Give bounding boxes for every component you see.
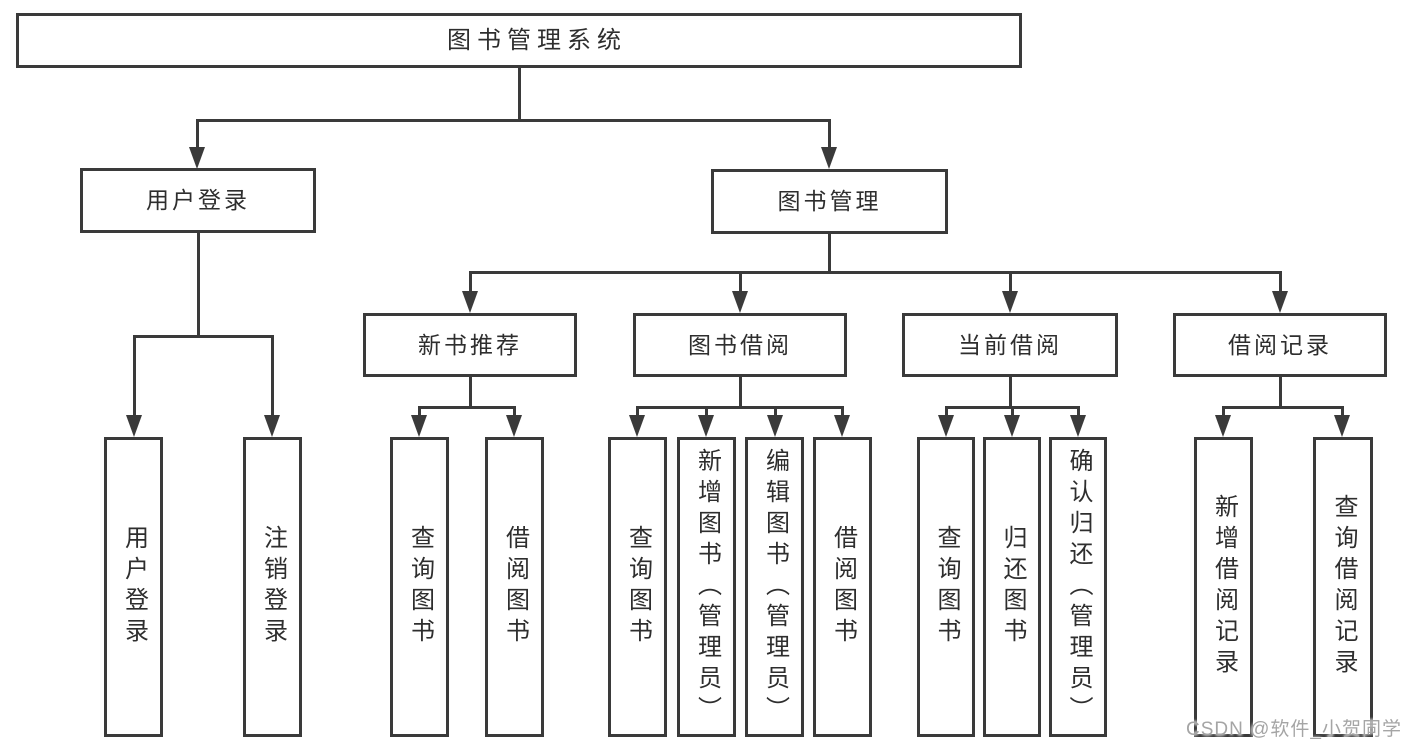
arrow-down-icon — [1334, 415, 1350, 437]
arrow-down-icon — [506, 415, 522, 437]
watermark: CSDN @软件_小贺同学 — [1186, 719, 1402, 740]
node-label: 注销登录 — [259, 525, 287, 649]
node-label: 查询图书 — [933, 525, 960, 649]
connector-vline — [468, 271, 472, 293]
node-new-book-recommend: 新书推荐 — [363, 313, 577, 377]
arrow-down-icon — [462, 291, 478, 313]
arrow-down-icon — [834, 415, 850, 437]
connector-hline — [469, 270, 1281, 274]
leaf-edit-books-admin: 编辑图书（管理员） — [745, 437, 804, 737]
node-label: 确认归还（管理员） — [1065, 447, 1092, 727]
node-label: 借阅图书 — [501, 525, 529, 649]
connector-vline — [827, 119, 831, 150]
connector-vline — [1278, 271, 1282, 293]
leaf-user-login: 用户登录 — [104, 437, 163, 737]
leaf-logout: 注销登录 — [243, 437, 302, 737]
connector-vline — [512, 406, 516, 417]
node-user-login: 用户登录 — [80, 168, 316, 233]
arrow-down-icon — [767, 415, 783, 437]
node-label: 借阅图书 — [829, 525, 857, 649]
node-borrow-records: 借阅记录 — [1173, 313, 1387, 377]
arrow-down-icon — [1004, 415, 1020, 437]
connector-vline — [468, 377, 472, 408]
connector-vline — [1076, 406, 1080, 417]
leaf-add-books-admin: 新增图书（管理员） — [677, 437, 736, 737]
connector-vline — [738, 377, 742, 408]
connector-hline — [196, 118, 831, 122]
leaf-query-books-current: 查询图书 — [917, 437, 975, 737]
node-current-borrowing: 当前借阅 — [902, 313, 1118, 377]
connector-vline — [517, 67, 521, 121]
node-label: 图书管理 — [777, 188, 882, 214]
node-label: 新增借阅记录 — [1210, 494, 1238, 680]
node-label: 当前借阅 — [958, 331, 1062, 358]
arrow-down-icon — [126, 415, 142, 437]
node-label: 查询图书 — [624, 525, 652, 649]
arrow-down-icon — [1272, 291, 1288, 313]
arrow-down-icon — [821, 147, 837, 169]
node-root: 图书管理系统 — [16, 13, 1022, 68]
node-label: 编辑图书（管理员） — [761, 447, 789, 727]
connector-vline — [417, 406, 421, 417]
arrow-down-icon — [189, 147, 205, 169]
connector-vline — [827, 234, 831, 273]
arrow-down-icon — [732, 291, 748, 313]
leaf-borrow-books-recommend: 借阅图书 — [485, 437, 544, 737]
connector-vline — [1008, 271, 1012, 293]
connector-vline — [738, 271, 742, 293]
arrow-down-icon — [1070, 415, 1086, 437]
connector-hline — [418, 405, 515, 409]
node-label: 新增图书（管理员） — [693, 447, 721, 727]
connector-hline — [133, 334, 273, 338]
arrow-down-icon — [698, 415, 714, 437]
connector-vline — [270, 335, 274, 417]
connector-vline — [944, 406, 948, 417]
node-book-borrowing: 图书借阅 — [633, 313, 847, 377]
node-book-management: 图书管理 — [711, 169, 948, 234]
arrow-down-icon — [938, 415, 954, 437]
connector-vline — [1278, 377, 1282, 408]
connector-vline — [635, 406, 639, 417]
connector-vline — [773, 406, 777, 417]
node-label: 查询图书 — [406, 525, 434, 649]
leaf-query-books-borrow: 查询图书 — [608, 437, 667, 737]
node-label: 借阅记录 — [1228, 331, 1332, 358]
connector-vline — [1340, 406, 1344, 417]
leaf-return-books: 归还图书 — [983, 437, 1041, 737]
arrow-down-icon — [411, 415, 427, 437]
connector-hline — [636, 405, 843, 409]
connector-vline — [1008, 377, 1012, 408]
connector-vline — [132, 335, 136, 417]
leaf-query-borrow-record: 查询借阅记录 — [1313, 437, 1373, 737]
connector-vline — [1010, 406, 1014, 417]
connector-hline — [1222, 405, 1343, 409]
arrow-down-icon — [1215, 415, 1231, 437]
node-label: 归还图书 — [999, 525, 1026, 649]
node-label: 图书借阅 — [688, 331, 792, 358]
arrow-down-icon — [264, 415, 280, 437]
connector-vline — [704, 406, 708, 417]
arrow-down-icon — [629, 415, 645, 437]
node-label: 查询借阅记录 — [1330, 494, 1357, 680]
leaf-confirm-return-admin: 确认归还（管理员） — [1049, 437, 1107, 737]
node-label: 图书管理系统 — [447, 26, 627, 54]
node-label: 用户登录 — [120, 525, 148, 649]
connector-vline — [1221, 406, 1225, 417]
connector-vline — [840, 406, 844, 417]
leaf-borrow-books: 借阅图书 — [813, 437, 872, 737]
leaf-add-borrow-record: 新增借阅记录 — [1194, 437, 1253, 737]
node-label: 新书推荐 — [418, 331, 522, 358]
connector-vline — [196, 233, 200, 337]
leaf-query-books-recommend: 查询图书 — [390, 437, 449, 737]
node-label: 用户登录 — [146, 187, 250, 213]
arrow-down-icon — [1002, 291, 1018, 313]
connector-vline — [195, 119, 199, 150]
connector-hline — [945, 405, 1079, 409]
